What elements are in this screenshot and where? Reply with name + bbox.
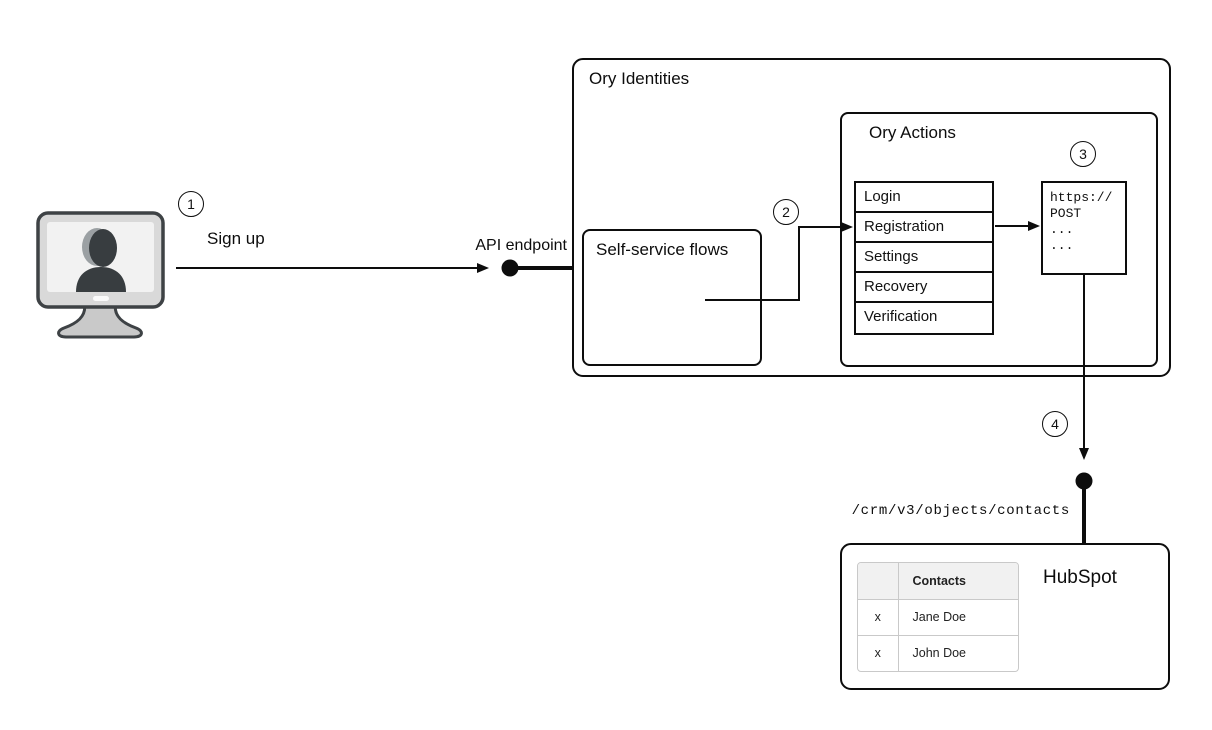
contact-row: x John Doe [858,634,1018,671]
signup-arrowhead [477,263,489,273]
contacts-header-label: Contacts [897,563,1018,600]
contacts-header-blank [858,563,899,600]
user-on-computer-icon [36,211,165,339]
step-1-badge: 1 [178,191,204,217]
flow-item-settings: Settings [856,243,992,273]
monitor-stand [57,300,143,339]
contact-row: x Jane Doe [858,598,1018,636]
contact-row-name: John Doe [897,634,1018,671]
contacts-header-row: Contacts [858,563,1018,600]
flow-item-registration: Registration [856,213,992,243]
ory-identities-title: Ory Identities [589,69,690,88]
webhook-code-line: POST [1050,206,1082,221]
ory-actions-title: Ory Actions [869,123,956,142]
step-4-badge: 4 [1042,411,1068,437]
step-3-badge: 3 [1070,141,1096,167]
flow-item-recovery: Recovery [856,273,992,303]
webhook-to-hubspot-arrowhead [1079,448,1089,460]
webhook-code-box: https:// POST ... ... [1041,181,1127,275]
flow-item-login: Login [856,183,992,213]
webhook-code-line: ... [1050,222,1074,237]
api-endpoint-dot [501,259,519,277]
crm-endpoint-dot [1075,472,1093,490]
monitor-button [93,296,109,301]
contact-row-marker: x [858,634,899,671]
sign-up-label: Sign up [207,229,265,248]
monitor-screen [47,222,154,292]
flow-list: Login Registration Settings Recovery Ver… [854,181,994,335]
contact-row-marker: x [858,598,899,636]
step-2-badge: 2 [773,199,799,225]
user-silhouette-icon [76,228,126,292]
self-service-flows-title: Self-service flows [596,240,729,259]
webhook-code-line: https:// [1050,190,1113,205]
flow-item-verification: Verification [856,303,992,333]
contact-row-name: Jane Doe [897,598,1018,636]
hubspot-title: HubSpot [1043,567,1117,588]
api-endpoint-label: API endpoint [475,237,567,254]
contacts-table: Contacts x Jane Doe x John Doe [857,562,1019,672]
webhook-code-line: ... [1050,238,1074,253]
crm-endpoint-path-label: /crm/v3/objects/contacts [851,503,1070,519]
monitor-frame [36,211,165,309]
